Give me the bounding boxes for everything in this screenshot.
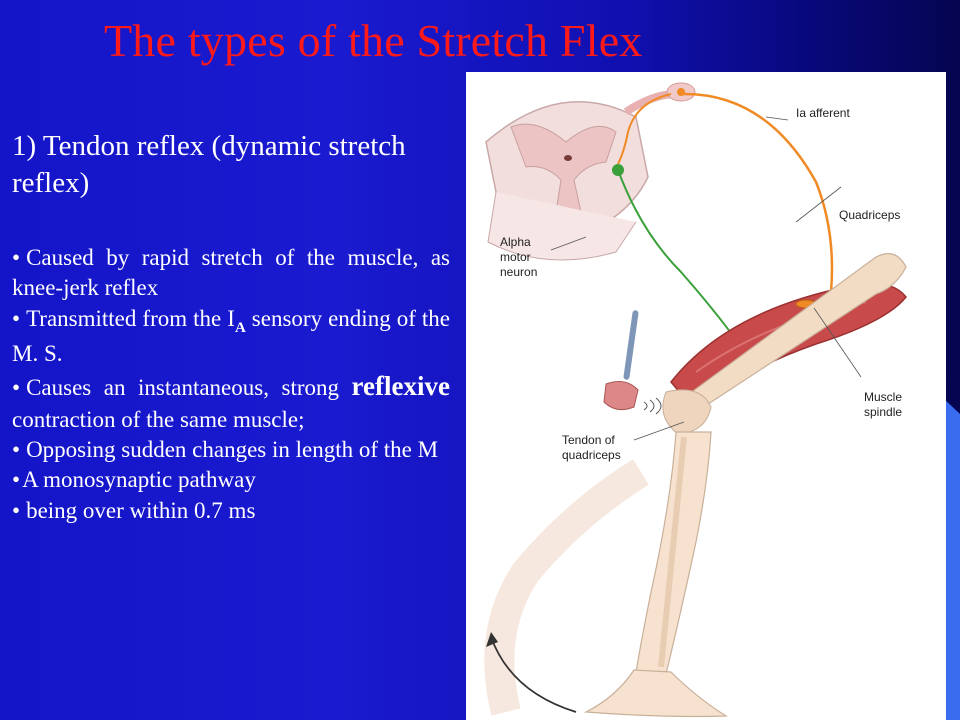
label-tendon-of-quadriceps: Tendon of quadriceps (562, 433, 642, 463)
bullet-text: Transmitted from the I (26, 306, 235, 331)
label-line: neuron (500, 265, 570, 280)
bullet-item: •Transmitted from the IA sensory ending … (12, 304, 450, 369)
bullet-text: being over within 0.7 ms (26, 498, 255, 523)
bullet-emphasis: reflexive (352, 371, 450, 401)
bullet-dot-icon: • (12, 437, 20, 462)
bullet-dot-icon: • (12, 306, 20, 331)
label-line: Muscle (864, 390, 934, 405)
reflex-illustration: Ia afferent Quadriceps Alpha motor neuro… (466, 72, 946, 720)
bullet-text: A monosynaptic pathway (22, 467, 256, 492)
label-line: Alpha (500, 235, 570, 250)
bullet-text: Caused by rapid stretch of the muscle, a… (12, 245, 450, 300)
bullet-dot-icon: • (12, 245, 20, 270)
foot (586, 670, 726, 717)
label-line: quadriceps (562, 448, 642, 463)
bullet-subscript: A (235, 320, 246, 336)
bullet-list: •Caused by rapid stretch of the muscle, … (12, 243, 450, 526)
reflex-hammer-icon (604, 310, 661, 414)
bullet-item: •A monosynaptic pathway (12, 465, 450, 495)
bullet-text: Opposing sudden changes in length of the… (26, 437, 438, 462)
label-line: Tendon of (562, 433, 642, 448)
bullet-text: Causes an instantaneous, strong (26, 375, 351, 400)
bullet-text: contraction of the same muscle; (12, 407, 305, 432)
bullet-item: •Causes an instantaneous, strong reflexi… (12, 369, 450, 435)
label-muscle-spindle: Muscle spindle (864, 390, 934, 420)
ia-afferent-fiber (681, 94, 832, 311)
bullet-dot-icon: • (12, 467, 20, 492)
subheading: 1) Tendon reflex (dynamic stretch reflex… (12, 128, 452, 202)
label-quadriceps: Quadriceps (839, 208, 900, 223)
bullet-item: •Opposing sudden changes in length of th… (12, 435, 450, 465)
label-line: spindle (864, 405, 934, 420)
label-line: motor (500, 250, 570, 265)
bullet-item: •Caused by rapid stretch of the muscle, … (12, 243, 450, 304)
label-ia-afferent: Ia afferent (796, 106, 850, 121)
bullet-dot-icon: • (12, 498, 20, 523)
slide-title: The types of the Stretch Flex (104, 14, 643, 67)
bullet-item: •being over within 0.7 ms (12, 496, 450, 526)
bullet-dot-icon: • (12, 375, 20, 400)
label-alpha-motor-neuron: Alpha motor neuron (500, 235, 570, 280)
